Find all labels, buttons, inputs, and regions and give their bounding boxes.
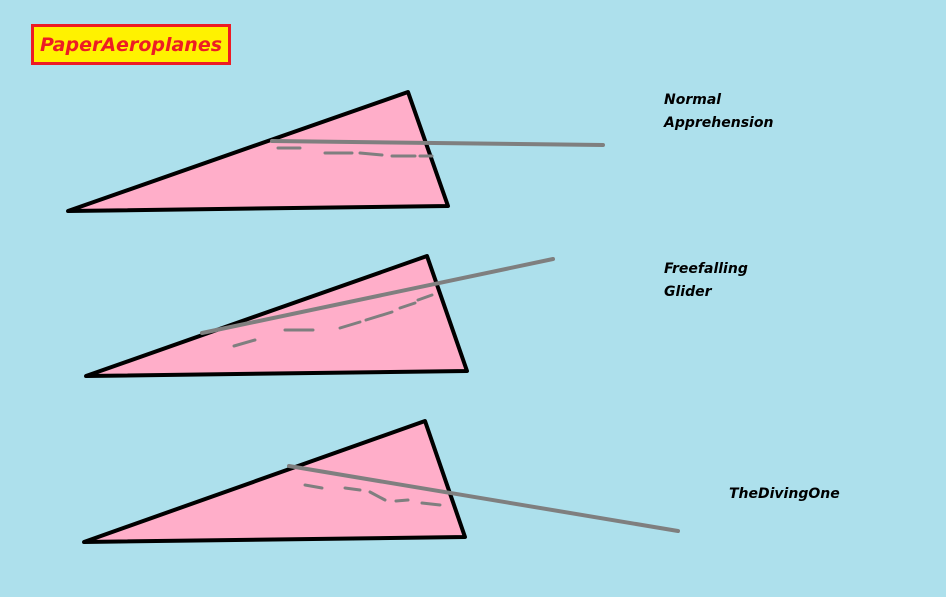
title-box: PaperAeroplanes <box>31 24 231 65</box>
fold-dash-line <box>303 483 442 507</box>
label-normal-apprehension: Normal Apprehension <box>664 89 773 135</box>
plane-body <box>82 419 467 544</box>
flight-path-line <box>287 464 680 533</box>
flight-path-line <box>270 139 605 147</box>
plane-freefalling-glider <box>84 254 555 378</box>
plane-body <box>66 90 450 213</box>
label-line: Apprehension <box>664 115 774 131</box>
diagram-title: PaperAeroplanes <box>39 33 223 56</box>
plane-normal-apprehension <box>66 90 605 213</box>
label-freefalling-glider: Freefalling Glider <box>664 258 748 304</box>
label-line: Normal <box>664 92 722 108</box>
fold-dash-line <box>232 293 434 348</box>
label-the-diving-one: TheDivingOne <box>729 483 840 506</box>
flight-path-line <box>200 257 555 335</box>
plane-the-diving-one <box>82 419 680 544</box>
label-line: Freefalling <box>664 261 748 277</box>
label-line: Glider <box>664 284 712 300</box>
label-line: TheDivingOne <box>729 486 840 502</box>
fold-dash-line <box>276 146 434 158</box>
